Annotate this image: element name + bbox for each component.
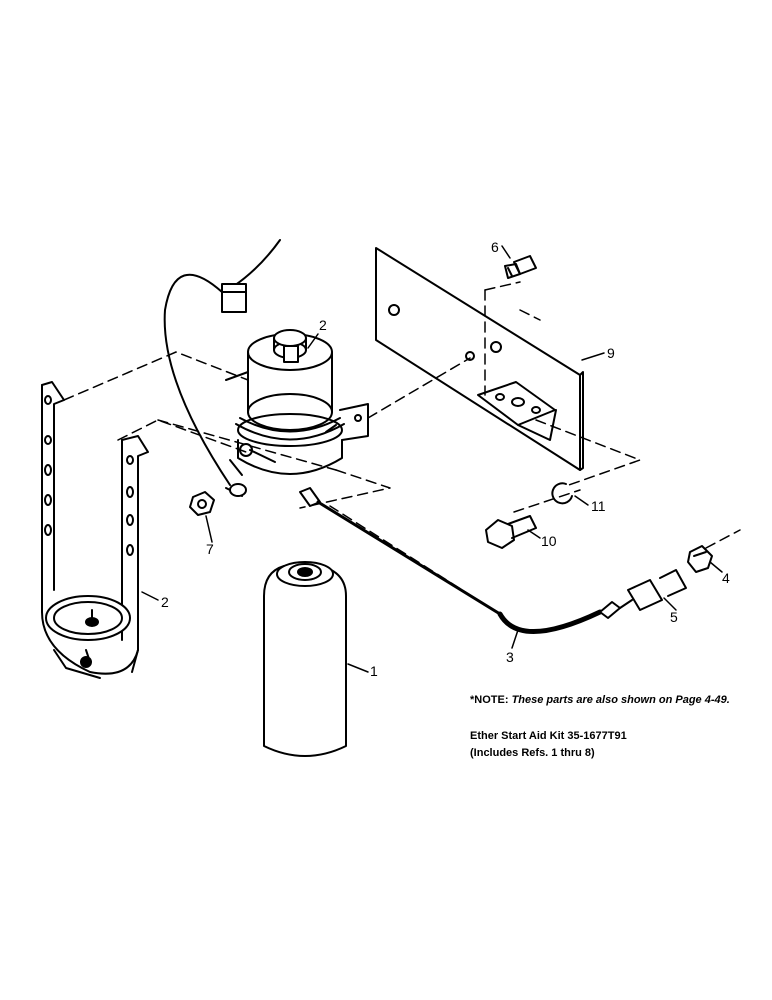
note-text: These parts are also shown on Page 4-49. (511, 694, 730, 706)
callout-1: 1 (370, 663, 378, 679)
callout-10: 10 (541, 533, 557, 549)
callout-6: 6 (491, 239, 499, 255)
callout-9: 9 (607, 345, 615, 361)
nut-7 (189, 491, 215, 516)
fitting-4 (687, 545, 713, 573)
bracket-2 (41, 381, 149, 679)
bolt-10 (485, 515, 537, 549)
callout-11: 11 (591, 498, 606, 514)
callout-leaders (141, 245, 723, 673)
mounting-plate (375, 247, 584, 471)
callout-2-solenoid: 2 (319, 317, 327, 333)
note-prefix: *NOTE: (470, 694, 509, 706)
callout-7: 7 (206, 541, 214, 557)
kit-title: Ether Start Aid Kit 35-1677T91 (470, 730, 627, 742)
callout-5: 5 (670, 609, 678, 625)
lock-washer-11 (551, 482, 573, 505)
ether-canister (263, 561, 347, 757)
kit-includes: (Includes Refs. 1 thru 8) (470, 747, 595, 759)
bolt-6 (504, 255, 537, 279)
alignment-lines (63, 281, 741, 615)
callout-3: 3 (506, 649, 514, 665)
callout-labels: 6 2 9 11 10 7 2 1 3 5 4 (161, 239, 730, 679)
note-line: *NOTE: These parts are also shown on Pag… (470, 694, 730, 706)
callout-4: 4 (722, 570, 730, 586)
wire-harness (163, 239, 281, 497)
callout-2-bracket: 2 (161, 594, 169, 610)
ether-tube (299, 487, 621, 634)
fitting-5 (619, 569, 687, 611)
solenoid-pump (225, 329, 369, 476)
